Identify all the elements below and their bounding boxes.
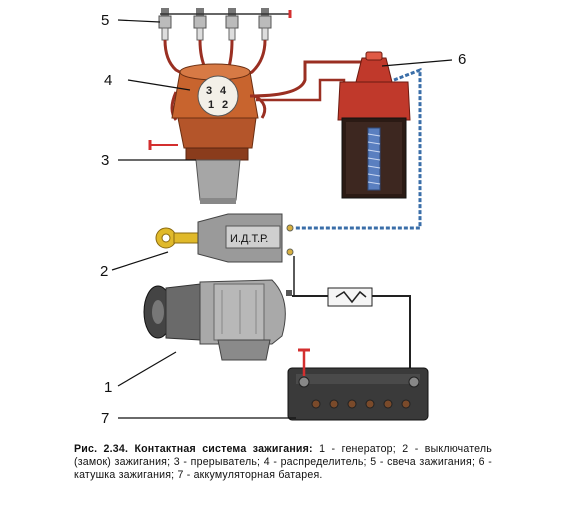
switch-to-coil-wire: [294, 67, 422, 230]
ignition-coil: [337, 51, 411, 199]
spark-plug-2: [193, 8, 207, 41]
spark-plug-1: [158, 8, 172, 41]
spark-plug-3: [225, 8, 239, 41]
ignition-system-diagram: 3 4 1 2: [100, 8, 466, 427]
key-icon: [155, 227, 203, 249]
label-5: 5: [101, 12, 109, 29]
label-7: 7: [101, 410, 109, 427]
figure-caption: Рис. 2.34. Контактная система зажигания:…: [74, 443, 492, 483]
rotor-number-2: 2: [222, 99, 228, 111]
distributor: 3 4 1 2: [148, 63, 259, 204]
label-1: 1: [104, 379, 112, 396]
rotor-number-1: 1: [208, 99, 214, 111]
spark-plugs: [158, 8, 292, 41]
coil-lv-wire: [256, 78, 346, 102]
label-2: 2: [100, 263, 108, 280]
rotor-plate: [197, 75, 239, 117]
battery: [287, 367, 429, 421]
spark-plug-4: [258, 8, 272, 41]
coil-hv-wire: [249, 60, 374, 98]
rotor-number-4: 4: [220, 85, 227, 97]
label-3: 3: [101, 152, 109, 169]
caption-body: 1 - генератор; 2 - выключатель (замок) з…: [74, 443, 493, 482]
relay-battery-wire: [372, 295, 411, 374]
caption-title: Рис. 2.34. Контактная система зажигания:: [74, 443, 313, 455]
relay: [327, 287, 373, 307]
ignition-switch: И.Д.Т.Р.: [155, 213, 294, 263]
label-4: 4: [104, 72, 112, 89]
rotor-number-3: 3: [206, 85, 212, 97]
generator: [143, 279, 292, 361]
label-6: 6: [458, 51, 466, 68]
switch-label: И.Д.Т.Р.: [230, 233, 268, 245]
